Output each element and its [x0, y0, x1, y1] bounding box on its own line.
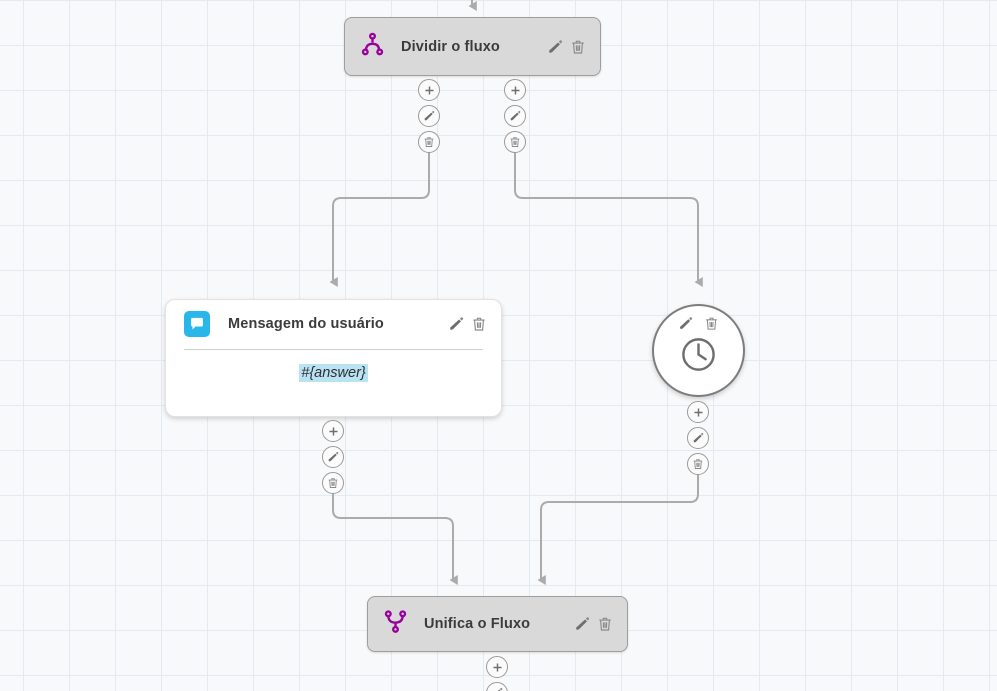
- pencil-icon[interactable]: [448, 316, 464, 332]
- plus-icon[interactable]: [418, 79, 440, 101]
- trash-icon[interactable]: [704, 316, 720, 332]
- action-stack-merge-out[interactable]: [486, 656, 508, 691]
- node-delay[interactable]: [652, 304, 745, 397]
- node-user-message[interactable]: Mensagem do usuário: [165, 299, 502, 417]
- pencil-icon[interactable]: [486, 682, 508, 691]
- plus-icon[interactable]: [322, 420, 344, 442]
- trash-icon[interactable]: [570, 39, 586, 55]
- merge-flow-icon: [382, 608, 409, 640]
- action-stack-delay-out[interactable]: [687, 401, 709, 475]
- pencil-icon[interactable]: [547, 39, 563, 55]
- trash-icon[interactable]: [597, 616, 613, 632]
- pencil-icon[interactable]: [504, 105, 526, 127]
- edge-split-to-delay: [514, 152, 703, 287]
- plus-icon[interactable]: [504, 79, 526, 101]
- node-merge-flow[interactable]: Unifica o Fluxo: [367, 596, 628, 652]
- node-user-message-body: #{answer}: [166, 350, 501, 402]
- edge-message-to-merge: [332, 494, 458, 585]
- trash-icon[interactable]: [504, 131, 526, 153]
- node-merge-flow-title: Unifica o Fluxo: [424, 616, 531, 632]
- trash-icon[interactable]: [418, 131, 440, 153]
- action-stack-message-out[interactable]: [322, 420, 344, 494]
- card-divider: [184, 349, 483, 350]
- node-user-message-header: Mensagem do usuário: [166, 300, 501, 337]
- node-user-message-tools: [448, 316, 487, 332]
- pencil-icon[interactable]: [687, 427, 709, 449]
- variable-chip-answer: #{answer}: [299, 364, 368, 382]
- node-split-flow[interactable]: Dividir o fluxo: [344, 17, 601, 76]
- pencil-icon[interactable]: [574, 616, 590, 632]
- pencil-icon[interactable]: [418, 105, 440, 127]
- pencil-icon[interactable]: [678, 316, 694, 332]
- trash-icon[interactable]: [322, 472, 344, 494]
- plus-icon[interactable]: [687, 401, 709, 423]
- node-split-flow-tools: [547, 39, 586, 55]
- pencil-icon[interactable]: [322, 446, 344, 468]
- plus-icon[interactable]: [486, 656, 508, 678]
- trash-icon[interactable]: [687, 453, 709, 475]
- edge-split-to-message: [329, 152, 430, 287]
- node-user-message-title: Mensagem do usuário: [228, 316, 384, 332]
- split-flow-icon: [359, 31, 386, 63]
- chat-bubble-icon: [184, 311, 210, 337]
- edge-delay-to-merge: [537, 474, 699, 585]
- action-stack-split-out-left[interactable]: [418, 79, 440, 153]
- trash-icon[interactable]: [471, 316, 487, 332]
- node-split-flow-title: Dividir o fluxo: [401, 38, 500, 55]
- node-merge-flow-tools: [574, 616, 613, 632]
- clock-icon: [679, 335, 718, 379]
- action-stack-split-out-right[interactable]: [504, 79, 526, 153]
- node-delay-tools: [678, 316, 720, 332]
